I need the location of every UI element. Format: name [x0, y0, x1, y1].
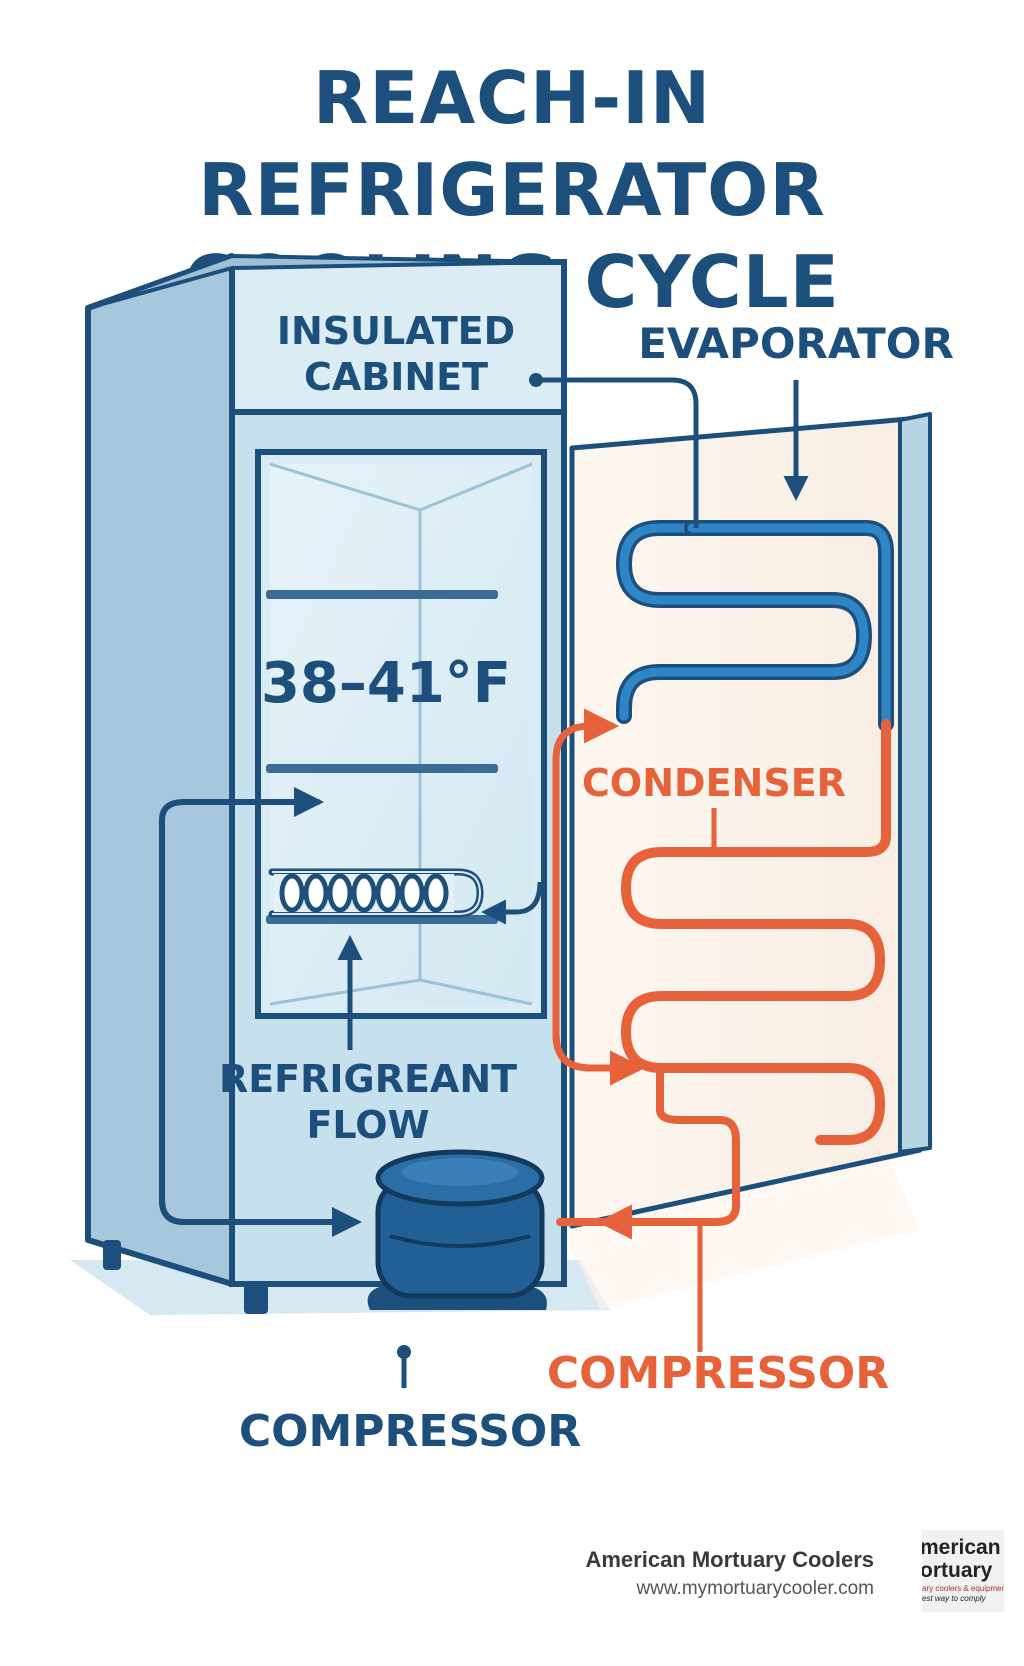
footer-url[interactable]: www.mymortuarycooler.com — [636, 1578, 874, 1599]
logo-line-3: ary coolers & equipment — [922, 1584, 1004, 1593]
label-compressor-right: COMPRESSOR — [547, 1348, 889, 1399]
logo-line-1: merican — [922, 1536, 1001, 1559]
evaporator-coil — [268, 868, 484, 918]
label-temperature: 38–41°F — [261, 651, 511, 716]
label-insulated-cabinet-2: CABINET — [304, 355, 488, 399]
label-condenser: CONDENSER — [582, 761, 846, 805]
hot-gas-line — [552, 708, 645, 1240]
refrigerant-loop — [556, 520, 894, 1352]
footer-credit: American Mortuary Coolers www.mymortuary… — [585, 1545, 874, 1603]
footer-company: American Mortuary Coolers — [585, 1547, 874, 1572]
title-line-1: REACH-IN REFRIGERATOR — [198, 56, 826, 232]
company-logo: merican ortuary ary coolers & equipment … — [922, 1530, 1004, 1612]
label-refrigerant-flow-2: FLOW — [306, 1103, 429, 1147]
label-evaporator: EVAPORATOR — [638, 319, 954, 368]
diagram-title: REACH-IN REFRIGERATOR COOLING CYCLE — [0, 52, 1024, 328]
open-door — [569, 412, 932, 1229]
logo-line-2: ortuary — [922, 1559, 993, 1582]
compressor-unit — [367, 1149, 547, 1310]
label-insulated-cabinet-1: INSULATED — [277, 309, 515, 353]
label-refrigerant-flow-1: REFRIGREANT — [219, 1057, 517, 1101]
label-compressor-bottom: COMPRESSOR — [239, 1406, 581, 1457]
logo-line-4: est way to comply — [922, 1594, 986, 1603]
navy-leaders — [159, 373, 809, 1388]
